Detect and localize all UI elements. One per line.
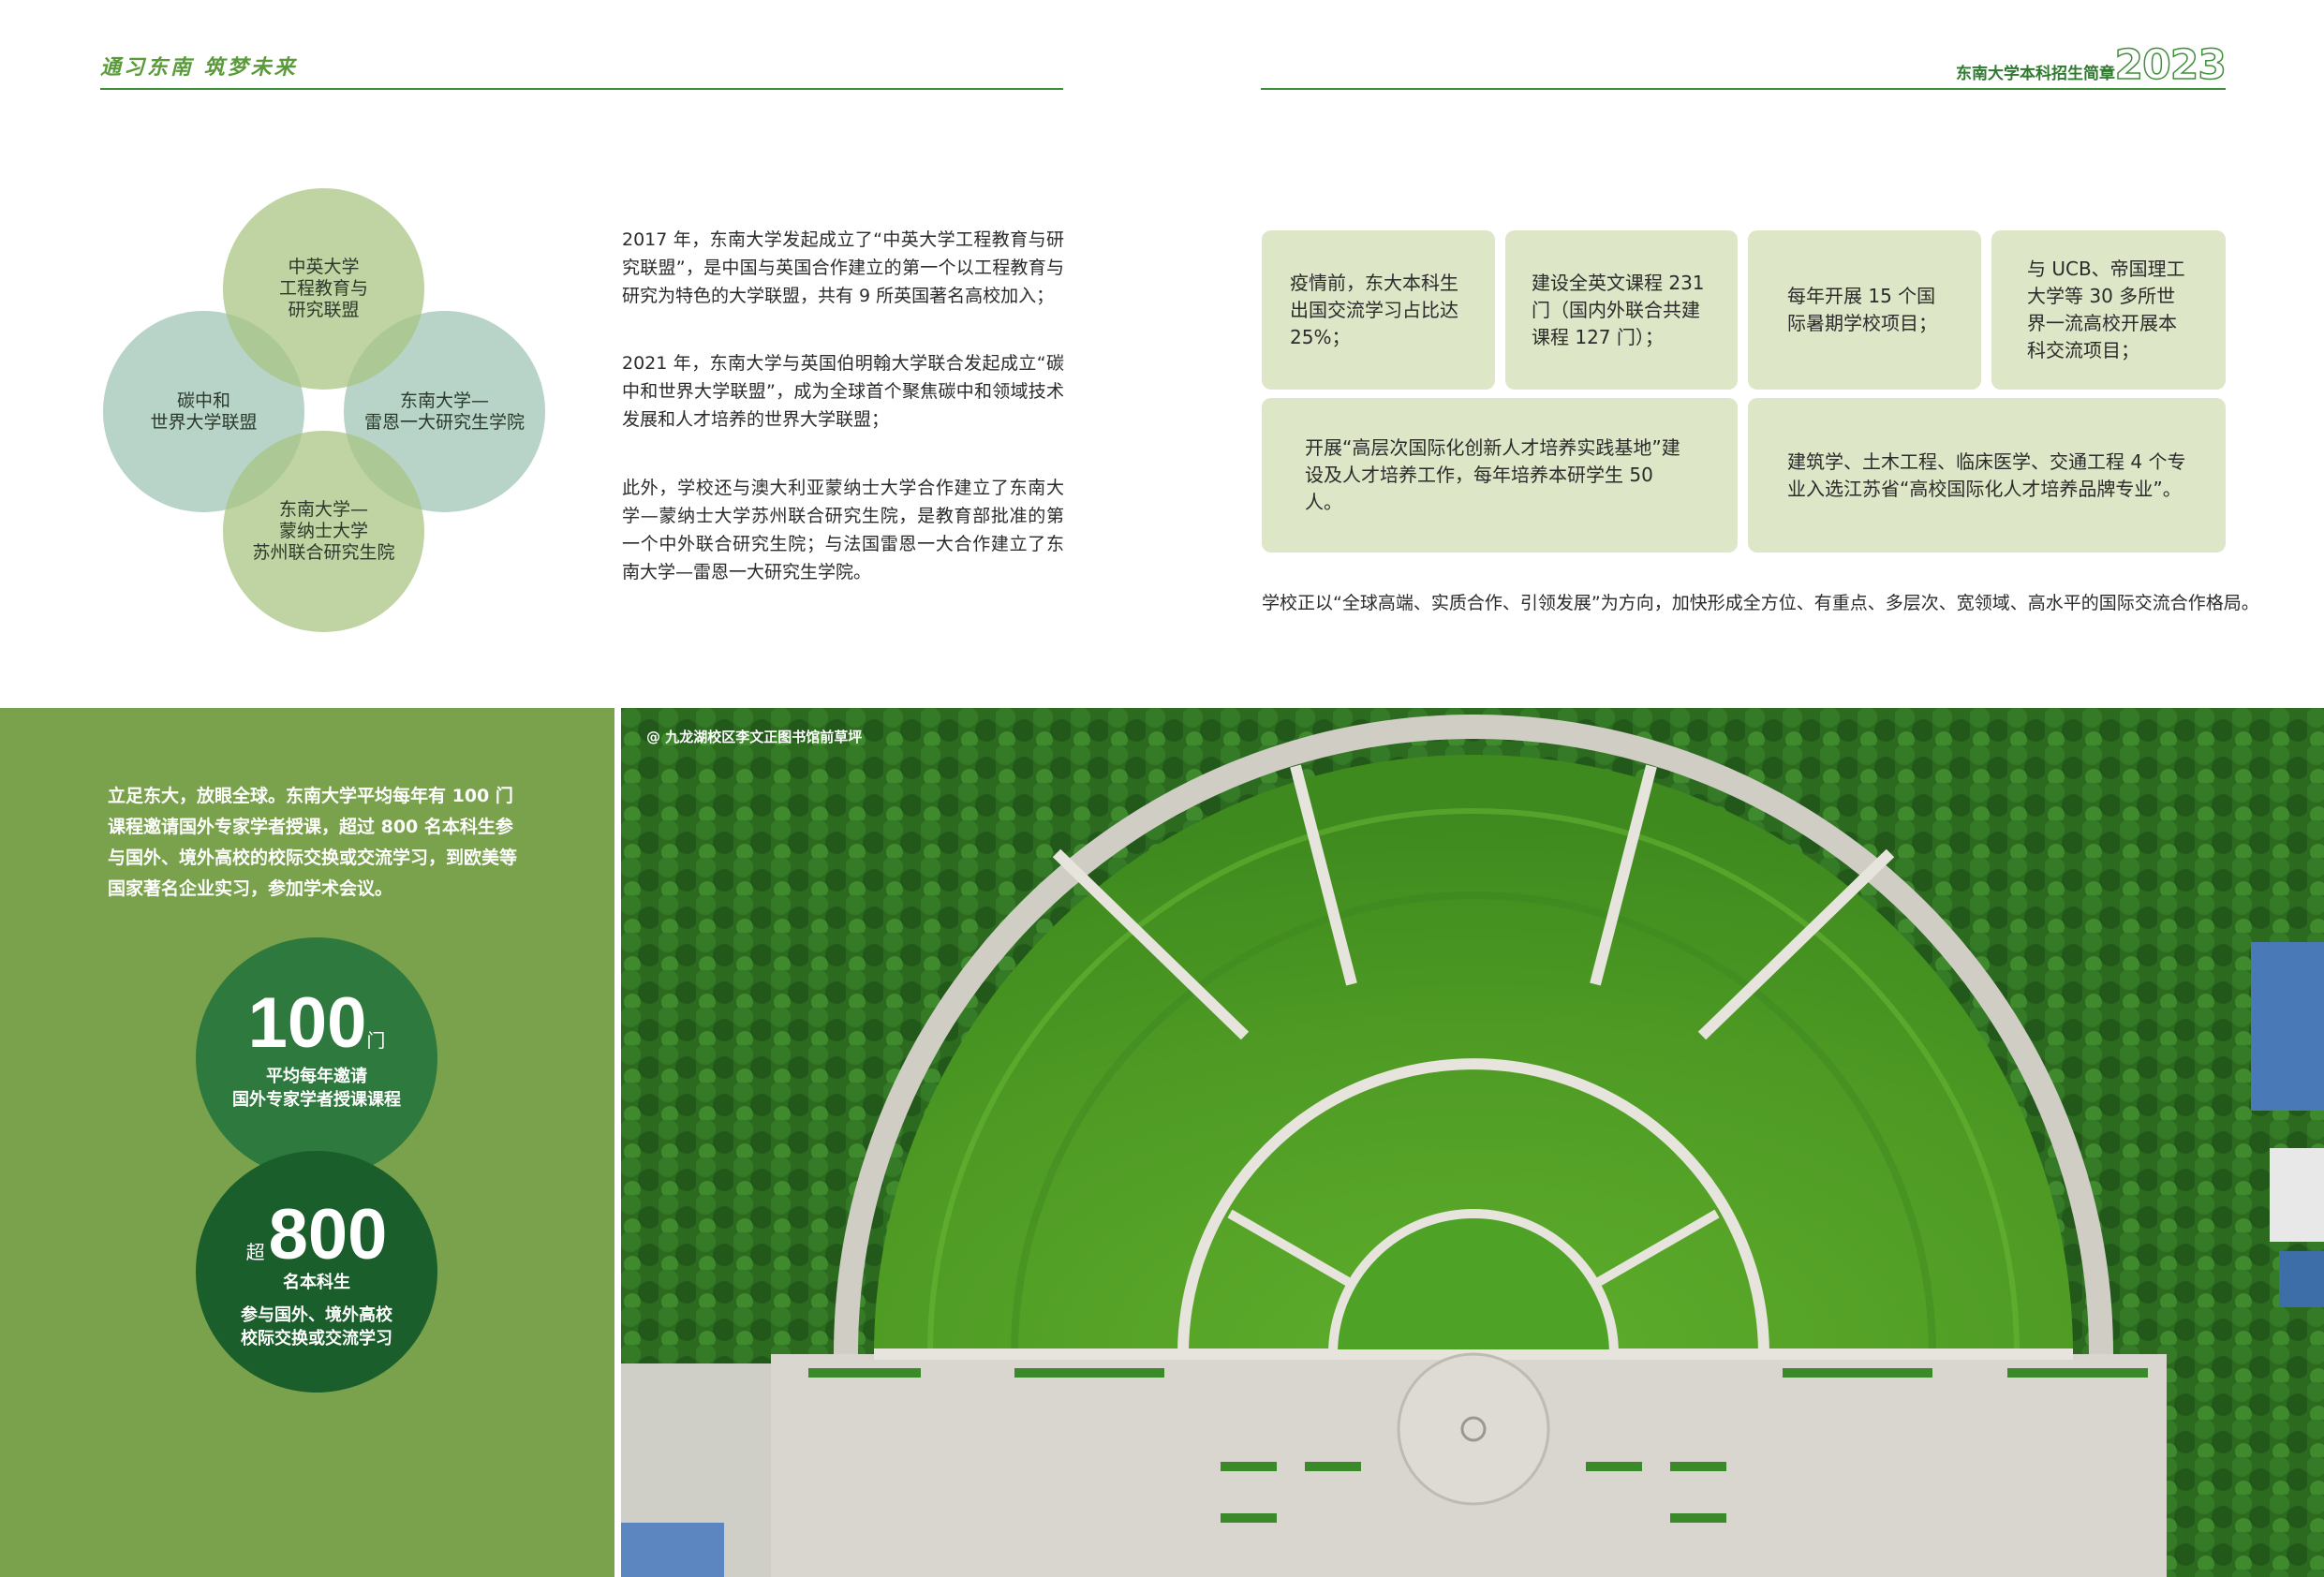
stat-number: 100: [247, 983, 367, 1063]
aerial-illustration: [621, 708, 2324, 1577]
stat-circle-800-students: 超800 名本科生 参与国外、境外高校 校际交换或交流学习: [196, 1151, 437, 1393]
venn-label-bottom: 东南大学— 蒙纳士大学 苏州联合研究生院: [252, 499, 395, 563]
fact-box-innovation-base: 开展“高层次国际化创新人才培养实践基地”建设及人才培养工作，每年培养本研学生 5…: [1262, 398, 1738, 553]
fact-text: 每年开展 15 个国际暑期学校项目；: [1787, 285, 1937, 334]
stat-number: 800: [268, 1195, 388, 1275]
stat-line: 参与国外、境外高校: [241, 1305, 392, 1325]
photo-caption: @ 九龙湖校区李文正图书馆前草坪: [646, 729, 863, 745]
fact-text: 建设全英文课程 231 门（国内外联合共建课程 127 门）；: [1532, 271, 1705, 348]
paragraph-other: 此外，学校还与澳大利亚蒙纳士大学合作建立了东南大学—蒙纳士大学苏州联合研究生院，…: [622, 478, 1064, 582]
fact-box-exchange-ratio: 疫情前，东大本科生出国交流学习占比达 25%；: [1262, 230, 1495, 390]
aerial-campus-photo: [621, 708, 2324, 1577]
header-left: 通习东南 筑梦未来: [100, 49, 1063, 90]
fact-text: 建筑学、土木工程、临床医学、交通工程 4 个专业入选江苏省“高校国际化人才培养品…: [1787, 450, 2186, 500]
header-right: 东南大学本科招生简章 2023: [1261, 40, 2228, 90]
fact-box-partner-universities: 与 UCB、帝国理工大学等 30 多所世界一流高校开展本科交流项目；: [1991, 230, 2226, 390]
venn-circle-monash: 东南大学— 蒙纳士大学 苏州联合研究生院: [223, 431, 424, 632]
paragraph-2021: 2021 年，东南大学与英国伯明翰大学联合发起成立“碳中和世界大学联盟”，成为全…: [622, 353, 1064, 430]
paragraph-2017: 2017 年，东南大学发起成立了“中英大学工程教育与研究联盟”，是中国与英国合作…: [622, 229, 1064, 306]
slogan: 通习东南 筑梦未来: [100, 55, 298, 80]
summary-text: 学校正以“全球高端、实质合作、引领发展”为方向，加快形成全方位、有重点、多层次、…: [1262, 593, 2259, 613]
fact-text: 与 UCB、帝国理工大学等 30 多所世界一流高校开展本科交流项目；: [2027, 258, 2185, 361]
stat-line: 平均每年邀请: [266, 1067, 367, 1086]
venn-label-top: 中英大学 工程教育与 研究联盟: [278, 257, 368, 320]
fact-box-brand-majors: 建筑学、土木工程、临床医学、交通工程 4 个专业入选江苏省“高校国际化人才培养品…: [1748, 398, 2226, 553]
venn-label-left: 碳中和 世界大学联盟: [150, 390, 258, 433]
brochure-title: 东南大学本科招生简章: [1956, 65, 2115, 83]
stat-unit: 门: [366, 1029, 386, 1052]
fact-box-summer-schools: 每年开展 15 个国际暑期学校项目；: [1748, 230, 1981, 390]
stat-line: 名本科生: [283, 1273, 350, 1292]
year-label: 2023: [2114, 40, 2228, 90]
venn-circle-uk-alliance: 中英大学 工程教育与 研究联盟: [223, 188, 424, 390]
stat-line: 校际交换或交流学习: [241, 1329, 392, 1349]
stat-line: 国外专家学者授课课程: [232, 1090, 401, 1110]
fact-box-english-courses: 建设全英文课程 231 门（国内外联合共建课程 127 门）；: [1505, 230, 1738, 390]
stat-circle-100-courses: 100门 平均每年邀请 国外专家学者授课课程: [196, 937, 437, 1179]
fact-text: 疫情前，东大本科生出国交流学习占比达 25%；: [1290, 271, 1458, 348]
fact-text: 开展“高层次国际化创新人才培养实践基地”建设及人才培养工作，每年培养本研学生 5…: [1305, 436, 1680, 513]
stat-prefix: 超: [245, 1241, 265, 1263]
venn-label-right: 东南大学— 雷恩一大研究生学院: [363, 390, 525, 433]
panel-text: 立足东大，放眼全球。东南大学平均每年有 100 门课程邀请国外专家学者授课，超过…: [108, 786, 518, 899]
